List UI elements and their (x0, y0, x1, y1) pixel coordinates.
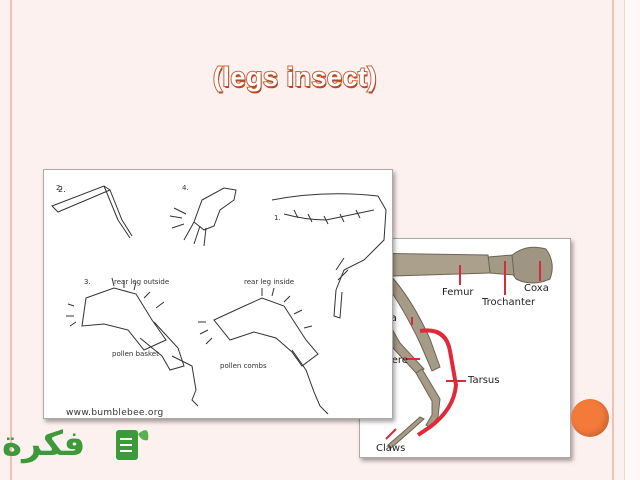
figure-number-4-label: 4. (182, 184, 189, 192)
femur-label: Femur (442, 287, 474, 298)
fikra-logo: فكرة (0, 418, 160, 480)
figure-number-1-label: 1. (274, 214, 281, 222)
tarsomere-label: mere (382, 355, 408, 366)
rear-leg-outside-label: rear leg outside (114, 278, 170, 286)
tarsus-label: Tarsus (468, 375, 500, 386)
left-decorative-bar (10, 0, 12, 480)
bumblebee-legs-figure: 2. 2. 4. 1. 3. rear leg outside rear leg… (43, 169, 393, 419)
figure-number-2: 2. (58, 185, 66, 194)
right-decorative-bar (612, 0, 614, 480)
figure-number-2-label: 2. (56, 184, 63, 192)
trochanter-label: Trochanter (482, 297, 536, 308)
coxa-label: Coxa (524, 283, 549, 294)
claws-label: Claws (376, 443, 406, 454)
rear-leg-inside-label: rear leg inside (244, 278, 295, 286)
logo-text: فكرة (2, 424, 86, 464)
pollen-basket-label: pollen basket (112, 350, 159, 358)
figure-number-3-label: 3. (84, 278, 91, 286)
orange-decorative-circle (571, 399, 609, 437)
bumblebee-watermark: www.bumblebee.org (66, 408, 164, 418)
document-leaf-icon (116, 430, 149, 460)
right-decorative-strip (624, 0, 640, 480)
slide-title: (legs insect) (212, 61, 378, 93)
pollen-combs-label: pollen combs (220, 362, 267, 370)
bumblebee-legs-drawing: 2. (51, 185, 387, 415)
